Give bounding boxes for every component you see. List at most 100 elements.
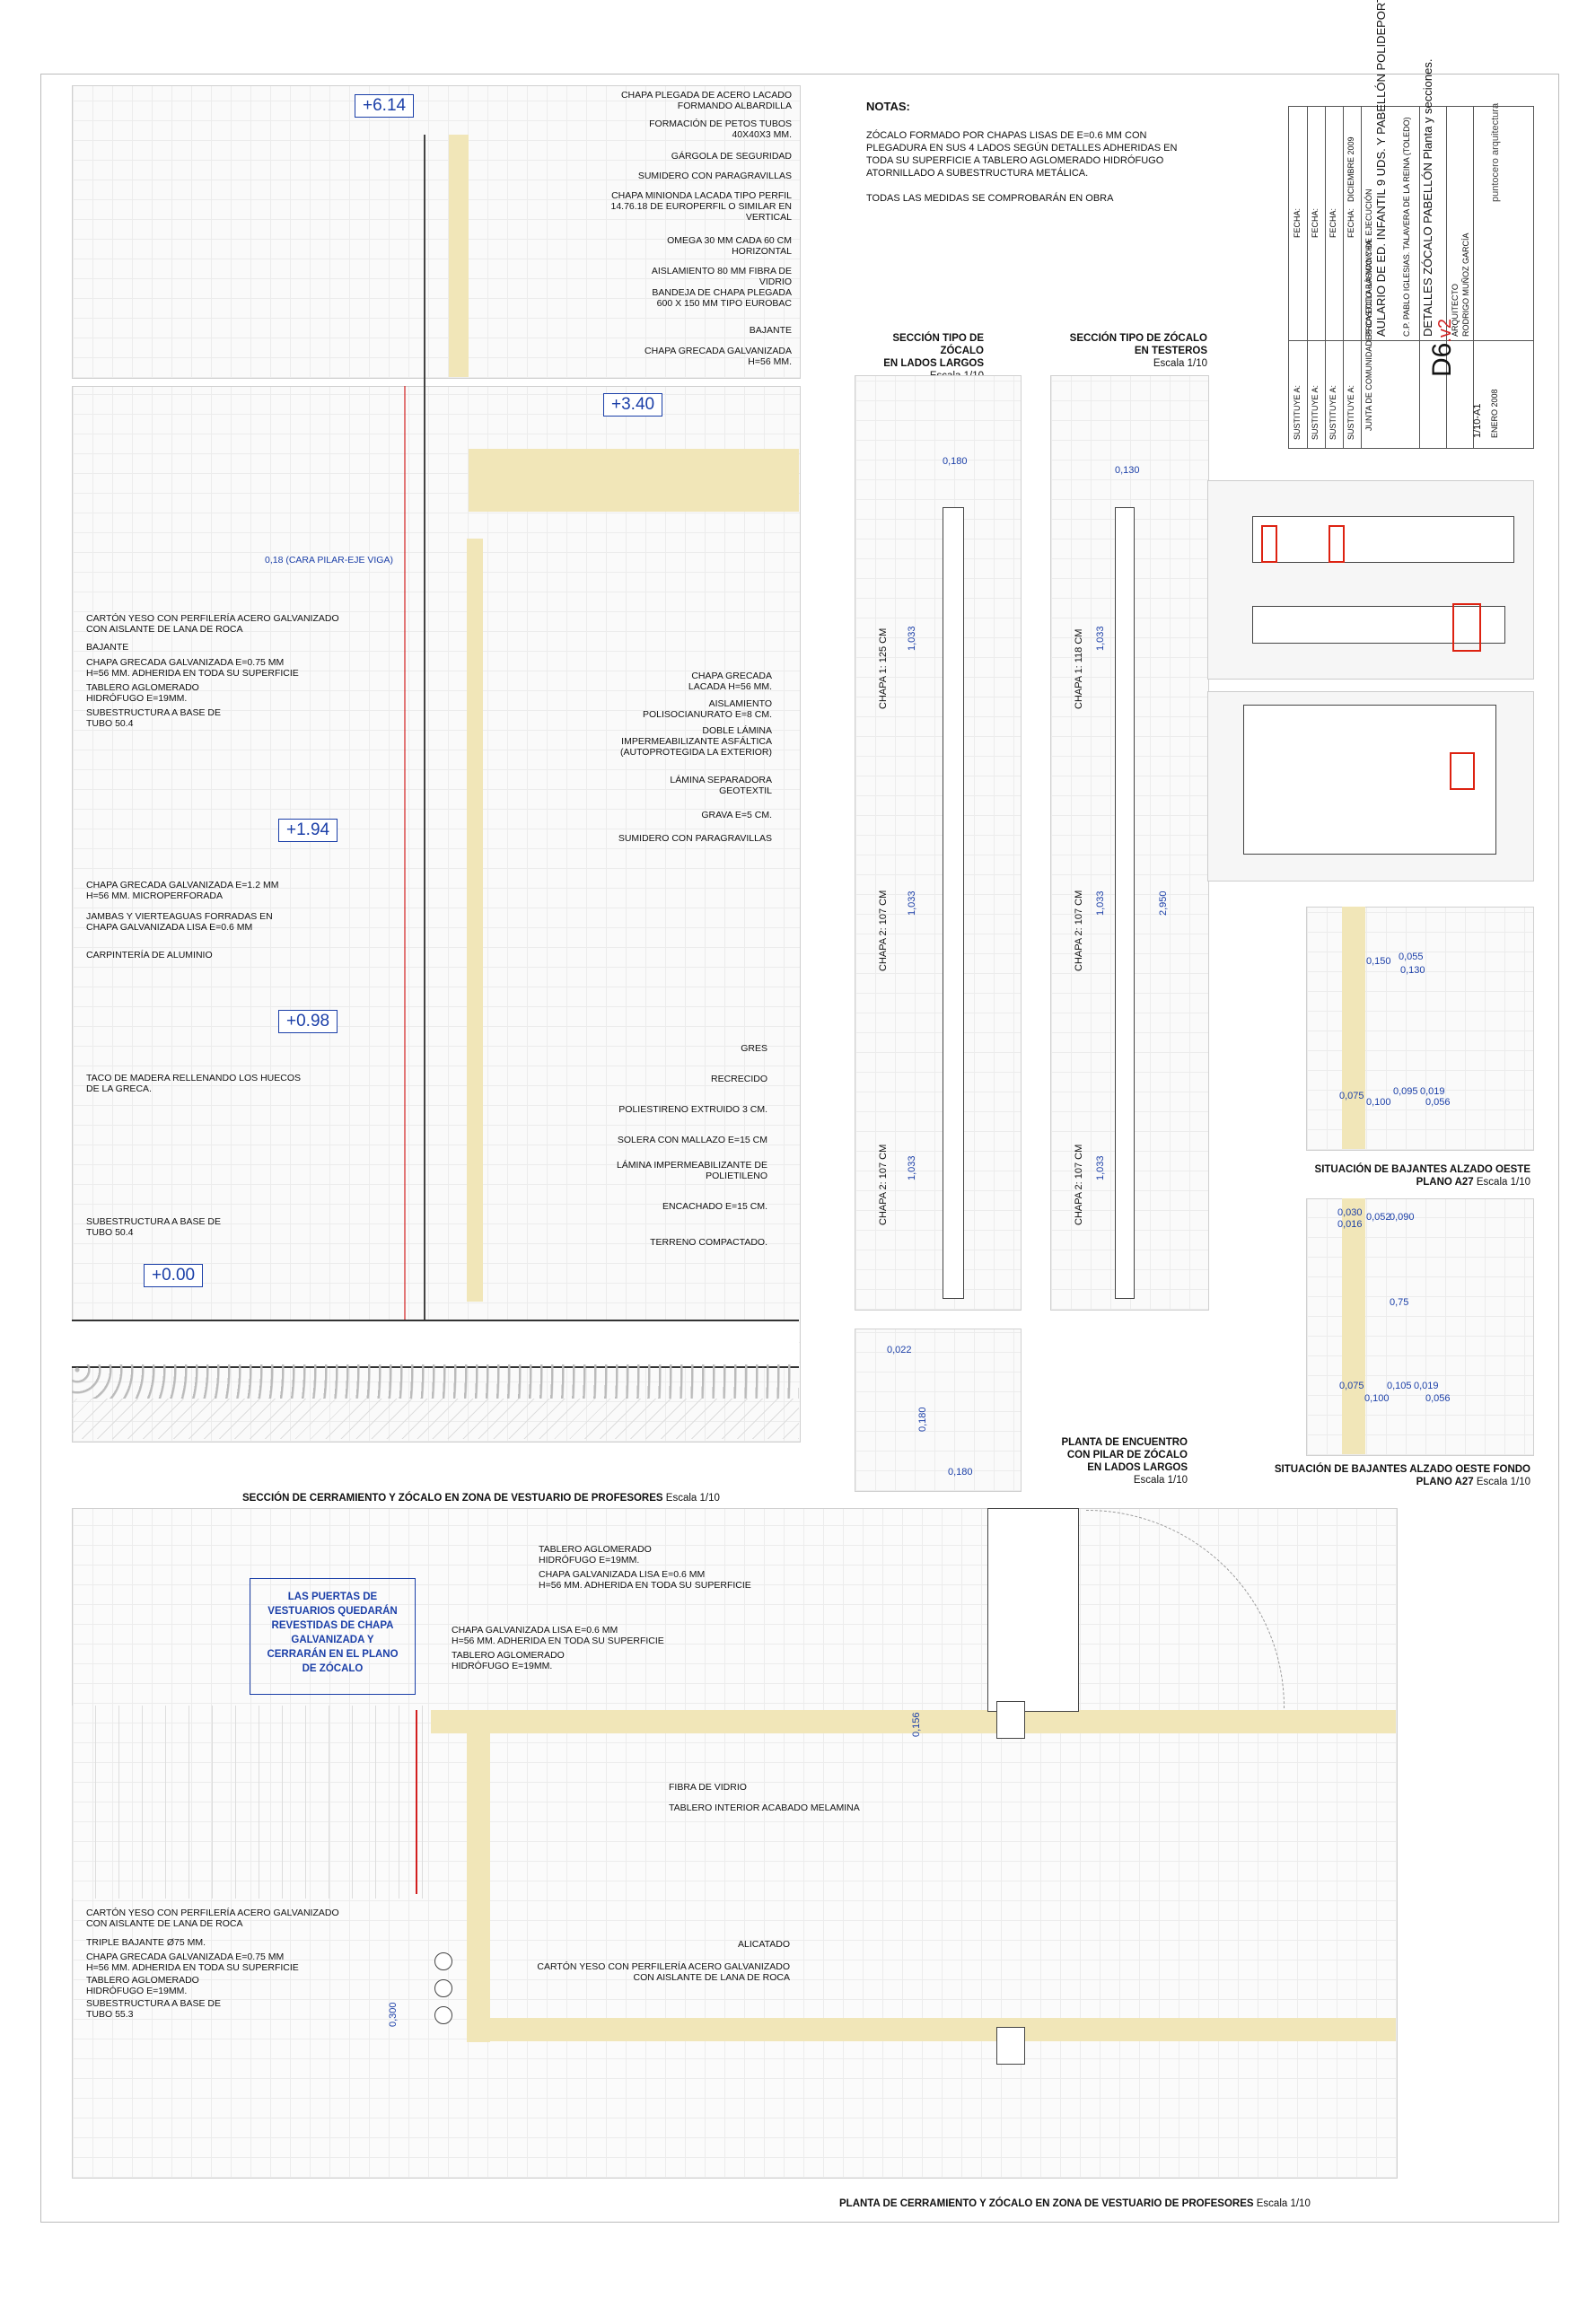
- dim: 0,180: [917, 1407, 928, 1432]
- tb-project: PROYECTO BÁSICO Y DE EJECUCIÓN: [1364, 189, 1373, 337]
- bajantes-fondo-pane: [1306, 1198, 1534, 1456]
- bajante-pipe: [434, 2006, 452, 2024]
- gravel-layer: [72, 1364, 799, 1399]
- label: TRIPLE BAJANTE Ø75 MM.: [86, 1937, 206, 1948]
- dim: 0,056: [1425, 1097, 1451, 1108]
- tb-fecha: FECHA:: [1346, 207, 1355, 238]
- tb-date: ENERO 2008: [1490, 389, 1499, 438]
- dim: 0,055: [1399, 952, 1424, 962]
- highlight-marker: [1261, 525, 1277, 563]
- plate-label: CHAPA 2: 107 CM: [878, 1144, 889, 1225]
- label: POLIESTIRENO EXTRUIDO 3 CM.: [618, 1104, 767, 1115]
- label: CHAPA MINIONDA LACADA TIPO PERFIL 14.76.…: [610, 190, 792, 223]
- dim: 0,180: [948, 1467, 973, 1478]
- zocalo-plate: [943, 507, 964, 1299]
- level-marker: +6.14: [355, 94, 415, 118]
- tb-project-title: AULARIO DE ED. INFANTIL 9 UDS. Y PABELLÓ…: [1374, 0, 1388, 337]
- label: CHAPA GRECADA GALVANIZADA H=56 MM.: [645, 346, 792, 367]
- notes-text-1: ZÓCALO FORMADO POR CHAPAS LISAS DE E=0.6…: [866, 130, 1178, 179]
- label: RECRECIDO: [710, 1074, 767, 1084]
- label: BANDEJA DE CHAPA PLEGADA 600 x 150 mm TI…: [652, 287, 792, 309]
- plate-dim: 1,033: [907, 890, 917, 916]
- label: CHAPA GRECADA LACADA H=56 MM.: [688, 671, 772, 692]
- wall-insulation-upper: [449, 135, 469, 377]
- key-floor-outline: [1243, 705, 1496, 855]
- drawing-sheet: [40, 74, 1559, 2223]
- label: OMEGA 30 MM CADA 60 CM HORIZONTAL: [667, 235, 792, 257]
- facade-line: [404, 386, 406, 1320]
- tb-fecha: FECHA:: [1329, 207, 1337, 238]
- dim: 0,095: [1393, 1086, 1418, 1097]
- tb-sustituye: SUSTITUYE A:: [1311, 384, 1320, 440]
- dim: 0,130: [1400, 965, 1425, 976]
- level-marker: +0.00: [144, 1264, 204, 1287]
- label: BAJANTE: [749, 325, 792, 336]
- width-dim: 0,130: [1115, 465, 1140, 476]
- label: FORMACIÓN DE PETOS TUBOS 40X40X3 MM.: [649, 118, 792, 140]
- dim: 0,030: [1337, 1207, 1363, 1218]
- dim: 0,022: [887, 1345, 912, 1355]
- total-dim: 2,950: [1158, 890, 1169, 916]
- dim: 0,75: [1390, 1297, 1409, 1308]
- key-elevation-1: [1252, 516, 1514, 563]
- tb-code: D6.v2: [1427, 318, 1457, 377]
- dim: 0,052: [1366, 1212, 1391, 1223]
- planta-wall-horizontal: [431, 1710, 1396, 1733]
- wall-line: [424, 135, 425, 1320]
- label: BAJANTE: [86, 642, 129, 653]
- tb-sustituye: SUSTITUYE A:: [1346, 384, 1355, 440]
- label: CHAPA GRECADA GALVANIZADA E=1.2 MM H=56 …: [86, 880, 279, 901]
- vestuario-floor-tiles: [72, 1706, 431, 1899]
- key-elevation-2: [1252, 606, 1505, 644]
- label: GÁRGOLA DE SEGURIDAD: [671, 151, 792, 162]
- label: CARPINTERÍA DE ALUMINIO: [86, 950, 213, 960]
- label: SUMIDERO CON PARAGRAVILLAS: [637, 171, 792, 181]
- door-red-line: [416, 1710, 417, 1894]
- dim: 0,019: [1420, 1086, 1445, 1097]
- label: CHAPA GRECADA GALVANIZADA E=0.75 MM H=56…: [86, 657, 299, 679]
- label: TERRENO COMPACTADO.: [650, 1237, 767, 1248]
- bajante-wall: [1342, 1198, 1365, 1454]
- floor-slab: [72, 1320, 799, 1368]
- bajante-pipe: [434, 1979, 452, 1997]
- level-marker: +3.40: [603, 393, 663, 417]
- width-dim: 0,180: [943, 456, 968, 467]
- label: ALICATADO: [738, 1939, 790, 1950]
- key-plan-elevations: [1207, 480, 1534, 680]
- planta-wall-vertical: [467, 1710, 490, 2042]
- label: LÁMINA IMPERMEABILIZANTE DE POLIETILENO: [616, 1160, 767, 1181]
- wall-insulation-lower: [467, 539, 483, 1302]
- plate-label: CHAPA 2: 107 CM: [1074, 1144, 1084, 1225]
- label: AISLAMIENTO 80 mm FIBRA DE VIDRIO: [651, 266, 792, 287]
- title-block: [1288, 106, 1534, 449]
- roof-insulation: [469, 449, 799, 512]
- bajantes-oeste-pane: [1306, 907, 1534, 1151]
- plate-dim: 1,033: [1095, 626, 1106, 651]
- tb-sustituye: SUSTITUYE A:: [1329, 384, 1337, 440]
- label: CHAPA GALVANIZADA LISA E=0.6 MM H=56 MM.…: [539, 1569, 751, 1591]
- tb-fecha-value: DICIEMBRE 2009: [1346, 136, 1355, 202]
- dim: 0,156: [911, 1712, 922, 1737]
- label: TABLERO AGLOMERADO HIDRÓFUGO E=19MM.: [539, 1544, 652, 1566]
- dim: 0,100: [1366, 1097, 1391, 1108]
- dim: 0,019: [1414, 1381, 1439, 1391]
- label: TABLERO INTERIOR ACABADO MELAMINA: [669, 1802, 860, 1813]
- plate-dim: 1,033: [1095, 890, 1106, 916]
- dim: 0,075: [1339, 1381, 1364, 1391]
- label: LÁMINA SEPARADORA GEOTEXTIL: [670, 775, 772, 796]
- level-marker: +0.98: [278, 1010, 338, 1033]
- label: CHAPA PLEGADA DE ACERO LACADO FORMANDO A…: [620, 90, 792, 111]
- label: CARTÓN YESO CON PERFILERÍA ACERO GALVANI…: [86, 1908, 339, 1929]
- notes-block: NOTAS: ZÓCALO FORMADO POR CHAPAS LISAS D…: [866, 101, 1189, 217]
- notes-title: NOTAS:: [866, 100, 910, 113]
- label: CARTÓN YESO CON PERFILERÍA ACERO GALVANI…: [86, 613, 339, 635]
- highlight-marker: [1450, 752, 1475, 790]
- plate-label: CHAPA 1: 118 CM: [1074, 628, 1084, 709]
- plate-dim: 1,033: [907, 626, 917, 651]
- label: GRAVA E=5 CM.: [701, 810, 772, 820]
- label: FIBRA DE VIDRIO: [669, 1782, 747, 1793]
- plate-label: CHAPA 2: 107 CM: [878, 890, 889, 971]
- dim: 0,105: [1387, 1381, 1412, 1391]
- tb-sustituye: SUSTITUYE A:: [1293, 384, 1302, 440]
- plate-label: CHAPA 2: 107 CM: [1074, 890, 1084, 971]
